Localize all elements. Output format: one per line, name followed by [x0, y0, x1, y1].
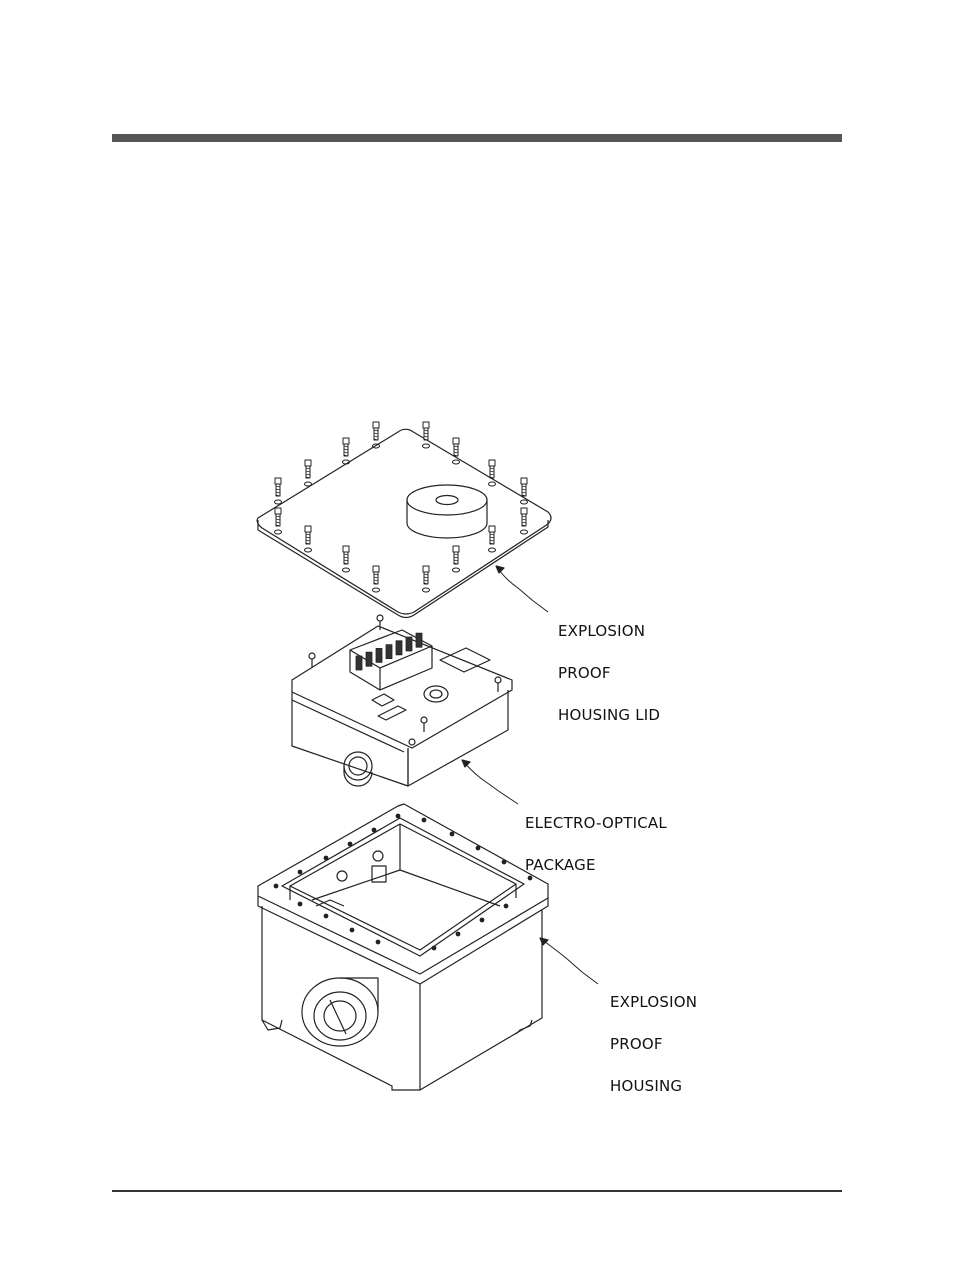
lid-bolt — [305, 526, 312, 552]
package-label-line-2: PACKAGE — [525, 855, 667, 876]
flange-hole — [348, 842, 353, 847]
package-label: ELECTRO-OPTICAL PACKAGE — [525, 792, 667, 897]
flange-hole — [480, 918, 485, 923]
lid-bolt — [453, 546, 460, 572]
housing-label-line-3: HOUSING — [610, 1076, 697, 1097]
flange-hole — [324, 914, 329, 919]
flange-hole — [396, 814, 401, 819]
terminal-screw — [376, 648, 382, 662]
footer-rule — [112, 1190, 842, 1192]
electro-optical-package — [292, 615, 512, 786]
flange-hole — [450, 832, 455, 837]
housing-label: EXPLOSION PROOF HOUSING — [610, 971, 697, 1118]
lid-bolt — [453, 438, 460, 464]
flange-hole — [324, 856, 329, 861]
terminal-screw — [406, 637, 412, 651]
lid-bolt — [373, 566, 380, 592]
terminal-screw — [386, 645, 392, 659]
flange-hole — [376, 940, 381, 945]
housing-leader-line — [540, 938, 598, 984]
package-leader-line — [462, 760, 518, 804]
flange-hole — [432, 946, 437, 951]
flange-hole — [298, 902, 303, 907]
flange-hole — [476, 846, 481, 851]
housing-body — [258, 804, 548, 1090]
lid-label-line-2: PROOF — [558, 663, 660, 684]
terminal-screw — [416, 633, 422, 647]
lid-bolt — [275, 478, 282, 504]
lid-bolt — [521, 508, 528, 534]
terminal-screw — [396, 641, 402, 655]
lid-bolt — [489, 460, 496, 486]
flange-hole — [504, 904, 509, 909]
terminal-screw — [366, 652, 372, 666]
lid-bolt — [521, 478, 528, 504]
lid-bolts — [275, 422, 528, 592]
flange-hole — [274, 884, 279, 889]
lid-bolt — [373, 422, 380, 448]
lid-bolt — [305, 460, 312, 486]
lid-bolt — [343, 438, 350, 464]
lid-bolt — [423, 566, 430, 592]
housing-label-line-1: EXPLOSION — [610, 992, 697, 1013]
lid-leader-line — [496, 566, 548, 612]
lid-bolt — [275, 508, 282, 534]
flange-hole — [502, 860, 507, 865]
lid-label-line-1: EXPLOSION — [558, 621, 660, 642]
lid-label-line-3: HOUSING LID — [558, 705, 660, 726]
flange-hole — [350, 928, 355, 933]
lid-label: EXPLOSION PROOF HOUSING LID — [558, 600, 660, 747]
lid-bolt — [489, 526, 496, 552]
housing-label-line-2: PROOF — [610, 1034, 697, 1055]
terminal-screw — [356, 656, 362, 670]
housing-lid — [257, 429, 551, 617]
lid-bolt — [343, 546, 350, 572]
flange-hole — [422, 818, 427, 823]
flange-hole — [372, 828, 377, 833]
flange-hole — [298, 870, 303, 875]
lid-bolt — [423, 422, 430, 448]
package-label-line-1: ELECTRO-OPTICAL — [525, 813, 667, 834]
flange-hole — [456, 932, 461, 937]
